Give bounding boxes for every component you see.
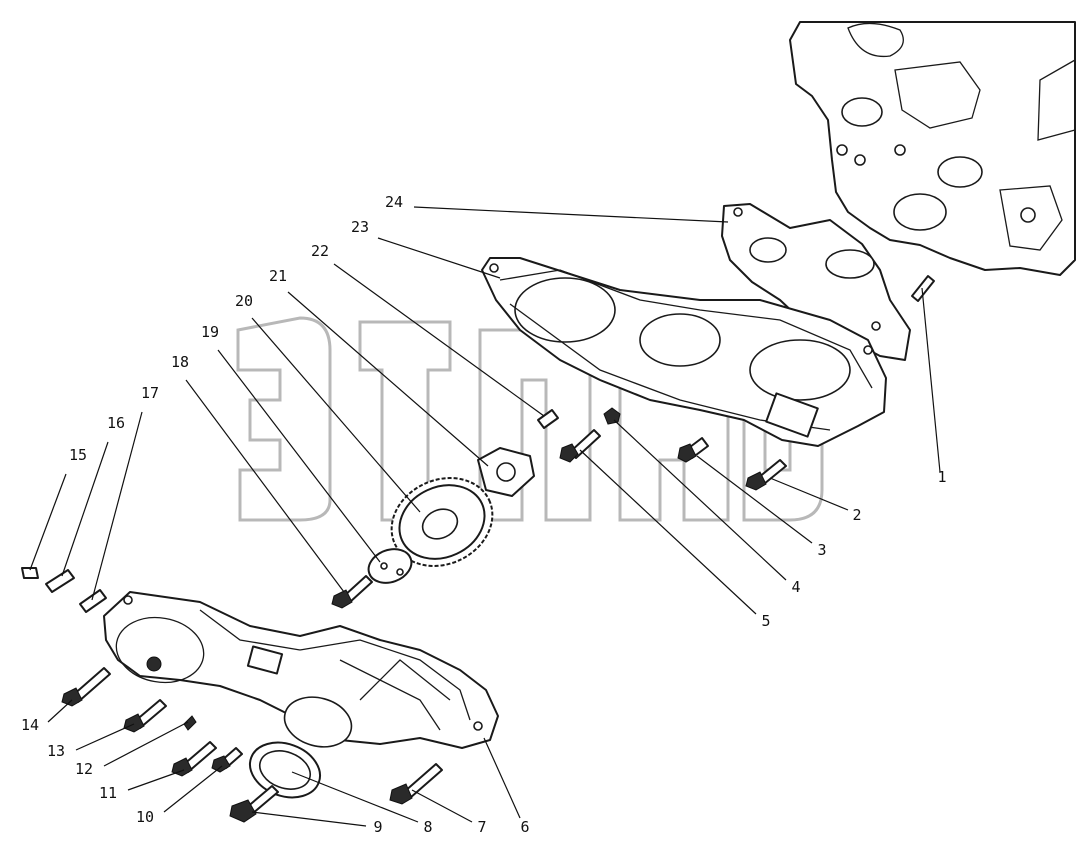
callout-number-3: 3 [817,541,826,559]
thrust-washer [367,548,413,584]
callout-number-11: 11 [99,784,117,802]
callout-number-10: 10 [136,808,154,826]
leader-line-22 [333,263,545,417]
callout-number-15: 15 [69,446,87,464]
callout-number-7: 7 [477,818,486,836]
outer-timing-cover [103,591,499,749]
callout-number-6: 6 [520,818,529,836]
bolt-14 [61,667,111,707]
inner-timing-cover [481,257,887,447]
leader-line-24 [413,206,729,223]
leader-line-6 [483,737,521,819]
leader-line-3 [696,455,813,544]
callout-number-4: 4 [791,578,800,596]
bearing-plate [477,447,535,497]
callout-number-16: 16 [107,414,125,432]
callout-number-21: 21 [269,267,287,285]
clip-16 [45,569,75,593]
bolt-13 [123,699,167,733]
callout-number-14: 14 [21,716,39,734]
leader-line-13 [75,723,135,751]
callout-number-19: 19 [201,323,219,341]
callout-number-5: 5 [761,612,770,630]
small-nut [603,407,621,425]
leader-line-9 [251,811,367,827]
bolt-18 [331,575,373,609]
callout-number-18: 18 [171,353,189,371]
small-pin [537,409,559,429]
bolt-10 [211,747,243,773]
bolt-2 [745,459,787,491]
leader-line-2 [769,477,849,511]
clip-17 [79,589,107,613]
leader-line-10 [163,765,223,813]
idler-gear [390,477,494,567]
leader-line-14 [47,699,73,723]
callout-number-20: 20 [235,292,253,310]
callout-number-12: 12 [75,760,93,778]
leader-line-12 [103,721,189,767]
bolt-11 [171,741,217,777]
leader-line-5 [579,449,757,615]
leader-line-4 [613,419,787,581]
bolt-5 [559,429,601,463]
callout-number-1: 1 [937,468,946,486]
leader-line-20 [251,317,421,513]
bolt-3 [677,437,709,463]
dowel-pin [911,275,935,302]
leader-line-8 [291,771,419,823]
bolt-9 [229,785,279,823]
leader-line-17 [91,411,143,601]
bolt-7 [389,763,443,805]
gasket [721,203,911,361]
callout-number-9: 9 [373,818,382,836]
stud-12 [183,715,197,731]
leader-line-11 [127,769,185,791]
leader-line-18 [185,379,345,593]
callout-number-8: 8 [423,818,432,836]
callout-number-24: 24 [385,193,403,211]
oil-seal [249,741,321,799]
callout-number-17: 17 [141,384,159,402]
callout-number-23: 23 [351,218,369,236]
callout-number-13: 13 [47,742,65,760]
callout-number-22: 22 [311,242,329,260]
leader-line-7 [411,789,473,823]
callout-number-2: 2 [852,506,861,524]
leader-line-21 [287,291,489,467]
leader-line-23 [377,237,501,279]
leader-line-1 [921,287,941,473]
leader-line-15 [29,473,67,571]
leader-line-16 [61,441,109,577]
leader-line-19 [217,349,381,563]
engine-block [789,21,1076,276]
